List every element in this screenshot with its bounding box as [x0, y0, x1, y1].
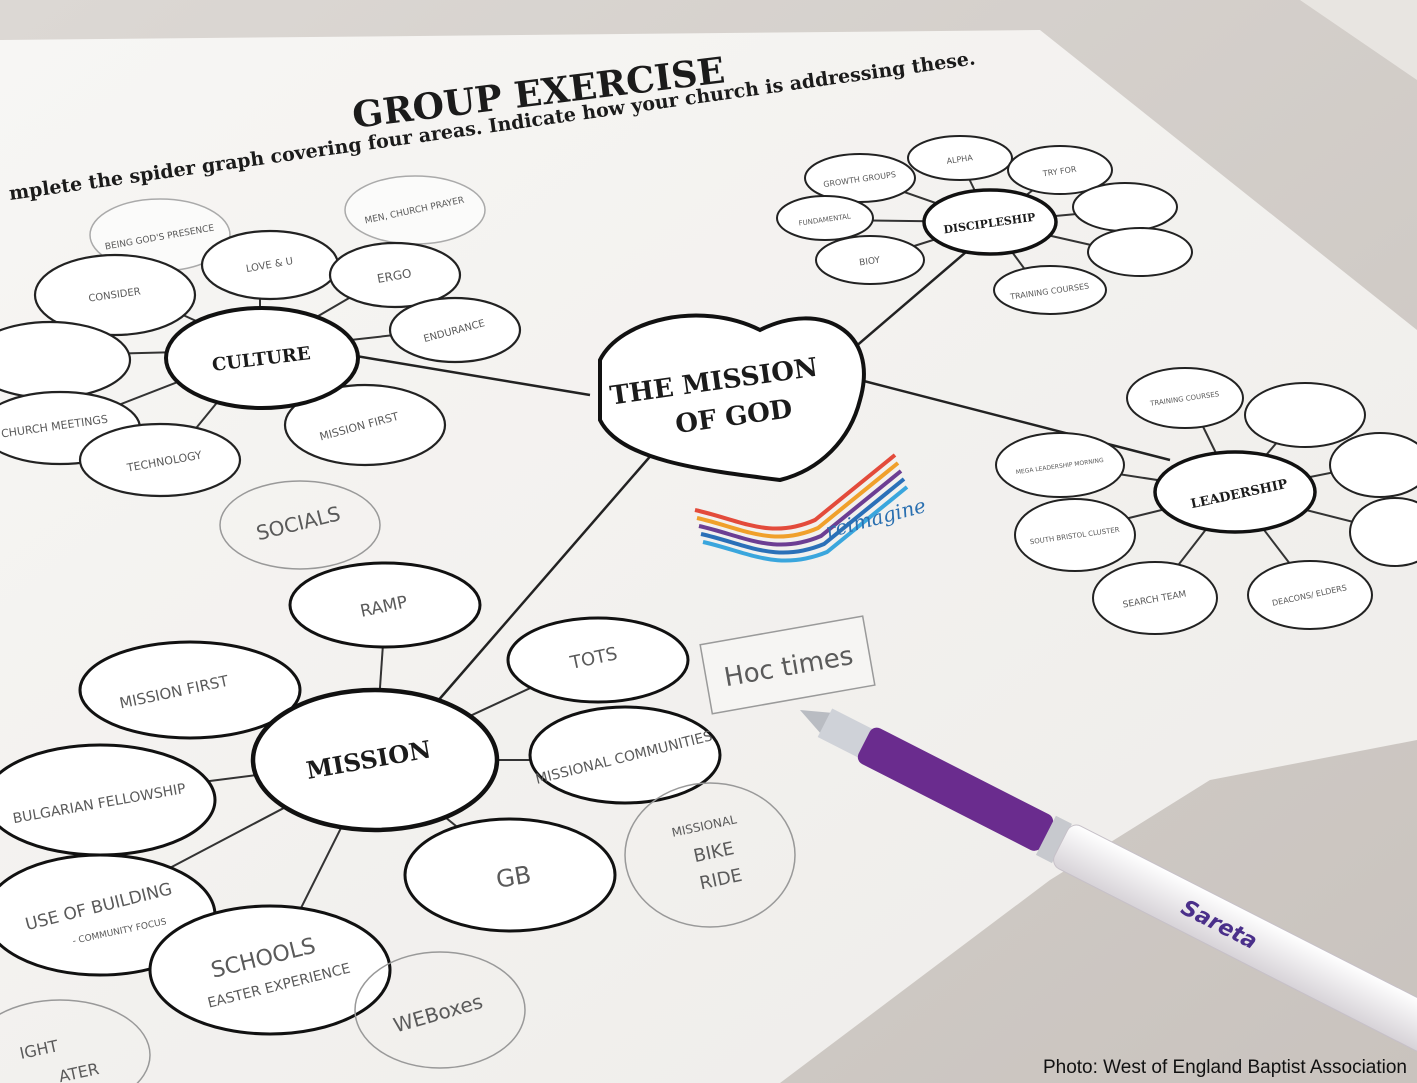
mission-hub: [250, 687, 500, 833]
leadership-note: [1349, 497, 1417, 567]
discipleship-note: [993, 265, 1107, 315]
discipleship-note-text: ALPHA: [946, 153, 974, 166]
pen-barrel: [1053, 824, 1417, 1053]
discipleship-note-text: BIOY: [859, 256, 882, 269]
culture-note: [78, 422, 242, 498]
mission-extra-circle: [624, 782, 796, 928]
mission-note: [506, 616, 690, 704]
pen-ring: [1035, 815, 1072, 864]
leadership-note: [1014, 498, 1136, 572]
culture-cluster: CULTURE BEING GOD'S PRESENCE MEN, CHURCH…: [0, 175, 522, 570]
culture-extra-circle: [219, 480, 381, 570]
pen-grip: [857, 727, 1054, 851]
leadership-hub: [1153, 450, 1317, 534]
mission-sticker: [699, 615, 876, 715]
mission-extra-circle: [354, 951, 526, 1069]
culture-note: [283, 383, 447, 467]
discipleship-note: [1007, 145, 1113, 195]
leadership-note: [1126, 367, 1244, 429]
leadership-note: [995, 432, 1125, 498]
photo-credit: Photo: West of England Baptist Associati…: [1042, 1057, 1407, 1078]
mission-note-text: ATER: [57, 1059, 101, 1083]
discipleship-cluster: DISCIPLESHIP GROWTH GROUPS ALPHA TRY FOR…: [776, 135, 1193, 315]
discipleship-note: [907, 135, 1013, 181]
mission-note: [78, 640, 302, 740]
mission-note-text: GB: [494, 860, 533, 894]
culture-note-text: ERGO: [376, 266, 413, 286]
mission-note: [403, 817, 617, 933]
culture-hub: [164, 306, 360, 410]
mission-note: [288, 561, 482, 649]
discipleship-note: [1087, 227, 1193, 277]
culture-note: [33, 253, 197, 337]
discipleship-note: [1072, 182, 1178, 232]
leadership-note: [1244, 382, 1366, 448]
leadership-cluster: LEADERSHIP TRAINING COURSES MEGA LEADERS…: [995, 367, 1417, 635]
discipleship-note: [776, 195, 874, 241]
mission-note: [528, 705, 722, 805]
spokes: [349, 239, 1171, 711]
leadership-note: [1092, 561, 1218, 635]
leadership-note: [1329, 432, 1417, 498]
pen-cone: [817, 708, 873, 758]
discipleship-hub: [922, 188, 1058, 256]
culture-note: [328, 241, 462, 309]
center-node: [598, 313, 866, 483]
leadership-note: [1247, 560, 1373, 630]
discipleship-note: [815, 235, 925, 285]
culture-note: [388, 296, 522, 364]
mission-extra-circle: [0, 999, 151, 1083]
mission-note: [148, 904, 392, 1036]
